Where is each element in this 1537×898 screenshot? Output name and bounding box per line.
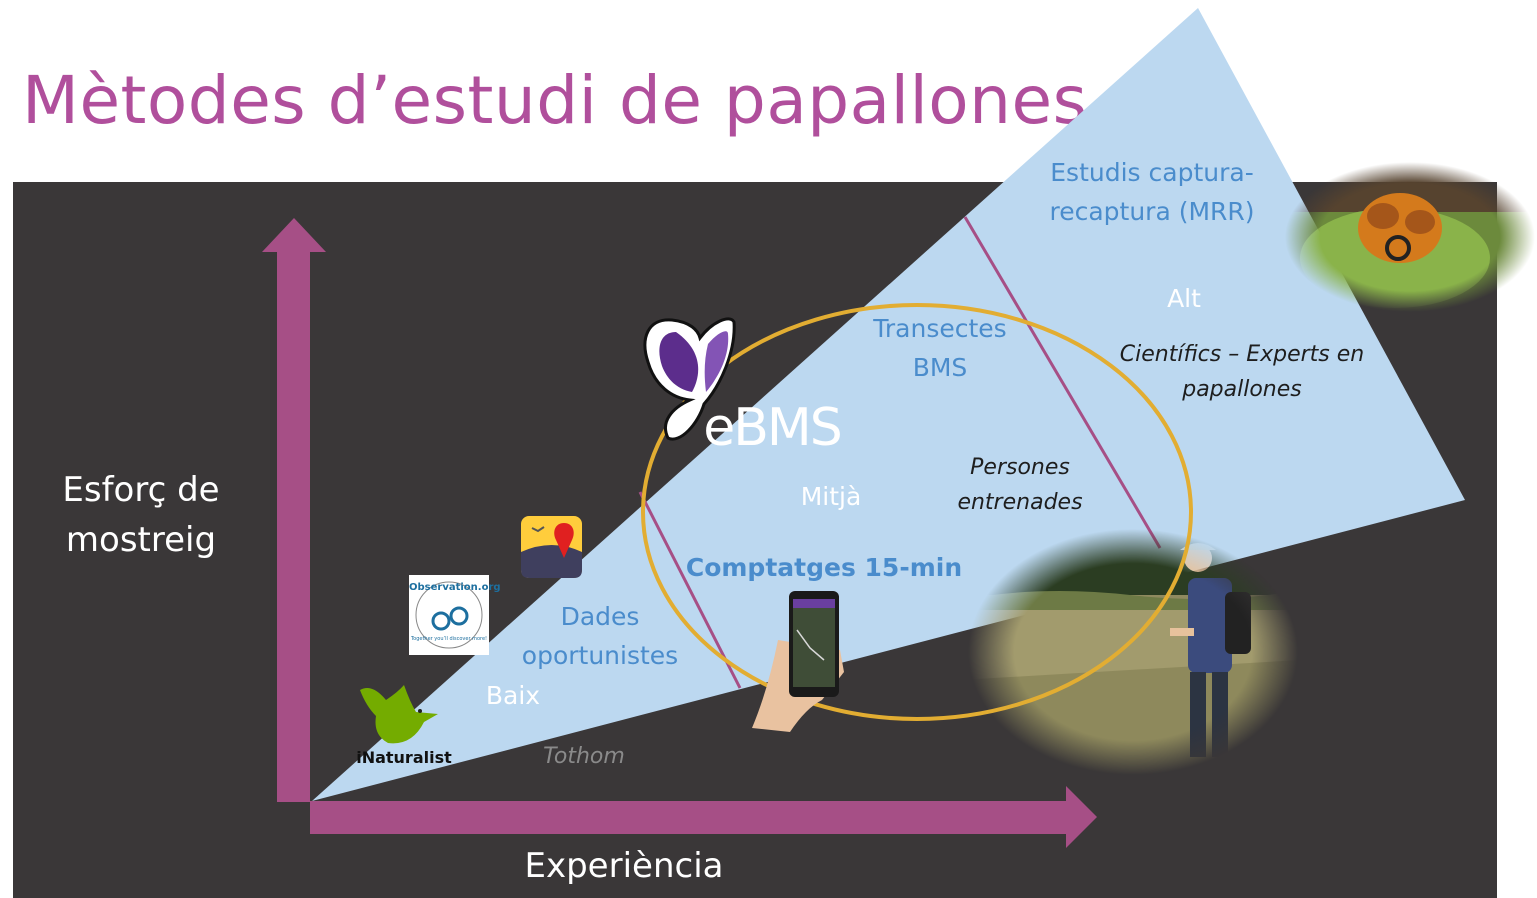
level-low: Baix — [485, 681, 541, 710]
observation-org-tagline: Together you’ll discover more! — [410, 636, 488, 642]
people-trained-line2: entrenades — [957, 490, 1083, 515]
method-mrr: Estudis captura- recaptura (MRR) — [1020, 153, 1284, 231]
map-app-icon — [521, 516, 582, 578]
field-researcher-photo — [960, 520, 1300, 790]
people-trained-line1: Persones — [970, 455, 1070, 480]
experience-wedge — [312, 8, 1465, 801]
page-title: Mètodes d’estudi de papallones — [22, 62, 1088, 139]
ebms-butterfly-icon — [643, 317, 736, 441]
method-15min-counts: Comptatges 15-min — [685, 553, 963, 582]
x-axis-label: Experiència — [524, 846, 724, 886]
y-axis-label-line1: Esforç de — [62, 470, 220, 510]
y-axis-arrow — [262, 218, 326, 802]
methods-highlight-ellipse — [641, 303, 1193, 721]
people-trained: Persones entrenades — [938, 450, 1102, 520]
method-bms-transects-line2: BMS — [912, 353, 968, 382]
people-experts: Científics – Experts en papallones — [1106, 337, 1378, 407]
x-axis-arrow — [310, 786, 1097, 848]
y-axis-label: Esforç de mostreig — [52, 465, 230, 565]
level-medium: Mitjà — [800, 482, 862, 511]
separator-line — [638, 491, 742, 689]
people-everyone: Tothom — [543, 744, 625, 769]
separator-line — [963, 216, 1162, 549]
inaturalist-bird-icon — [360, 685, 438, 744]
method-mrr-line1: Estudis captura- — [1050, 158, 1254, 187]
observation-org-logo — [409, 575, 489, 655]
people-experts-line2: papallones — [1182, 377, 1302, 402]
ebms-wordmark: eBMS — [703, 398, 843, 458]
method-mrr-line2: recaptura (MRR) — [1049, 197, 1255, 226]
level-high: Alt — [1167, 284, 1201, 313]
butterfly-photo — [1285, 162, 1535, 312]
inaturalist-wordmark: iNaturalist — [356, 748, 452, 767]
observation-org-wordmark: Observation.org — [409, 582, 501, 593]
method-opportunistic: Dades oportunistes — [500, 597, 700, 675]
phone-in-hand-icon — [752, 591, 844, 732]
method-bms-transects-line1: Transectes — [873, 314, 1007, 343]
y-axis-label-line2: mostreig — [65, 520, 217, 560]
method-opportunistic-line1: Dades — [560, 602, 640, 631]
people-experts-line1: Científics – Experts en — [1119, 342, 1365, 367]
method-opportunistic-line2: oportunistes — [521, 641, 679, 670]
method-bms-transects: Transectes BMS — [852, 309, 1028, 387]
